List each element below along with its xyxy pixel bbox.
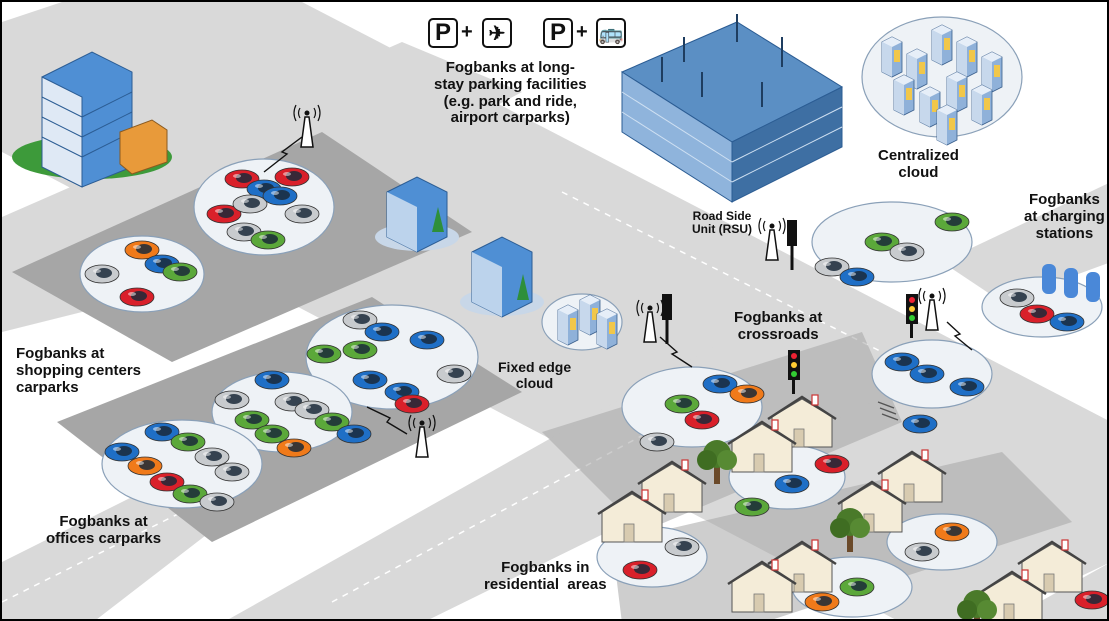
traffic-lights bbox=[788, 294, 918, 394]
label-long-stay: Fogbanks at long- stay parking facilitie… bbox=[434, 59, 587, 127]
motion-lines bbox=[877, 401, 899, 421]
label-centralized-cloud: Centralized cloud bbox=[878, 147, 959, 181]
wireless-links bbox=[263, 136, 973, 435]
label-crossroads: Fogbanks at crossroads bbox=[734, 309, 823, 343]
airplane-icon: ✈ bbox=[482, 18, 512, 48]
parking-p-icon: P bbox=[428, 18, 458, 48]
bus-icon: 🚌 bbox=[596, 18, 626, 48]
label-offices: Fogbanks at offices carparks bbox=[46, 513, 162, 547]
label-shopping-centers: Fogbanks at shopping centers carparks bbox=[16, 345, 142, 396]
charging-stations bbox=[1042, 264, 1100, 302]
office-building bbox=[12, 51, 172, 188]
parking-p-icon: P bbox=[543, 18, 573, 48]
label-residential: Fogbanks in residential areas bbox=[484, 559, 607, 593]
parking-structure bbox=[620, 14, 844, 203]
label-charging-stations: Fogbanks at charging stations bbox=[1024, 191, 1105, 242]
label-fixed-edge-cloud: Fixed edge cloud bbox=[498, 359, 572, 391]
edge-buildings bbox=[375, 176, 618, 350]
plus-sign: + bbox=[461, 21, 473, 43]
label-rsu: Road Side Unit (RSU) bbox=[692, 209, 752, 237]
plus-sign: + bbox=[576, 21, 588, 43]
